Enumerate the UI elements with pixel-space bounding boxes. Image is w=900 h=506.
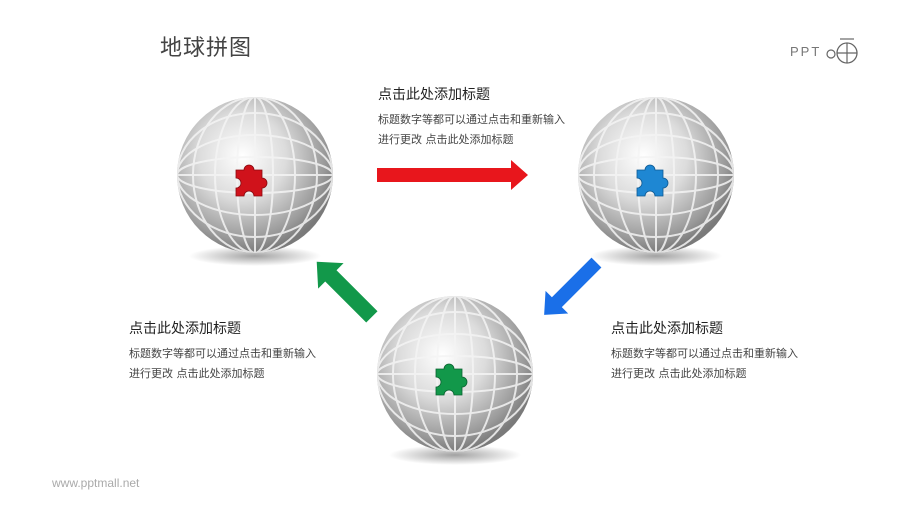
block-line-2: 进行更改 点击此处添加标题 [378,133,514,146]
text-block-top: 点击此处添加标题 标题数字等都可以通过点击和重新输入 进行更改 点击此处添加标题 [378,84,565,150]
block-line-1: 标题数字等都可以通过点击和重新输入 [129,347,316,360]
block-title: 点击此处添加标题 [378,87,490,103]
globe-red [177,97,333,266]
block-line-1: 标题数字等都可以通过点击和重新输入 [611,347,798,360]
globe-green [377,296,533,465]
puzzle-piece-icon [235,164,268,197]
arrow-up-left-icon [316,261,378,323]
text-block-right: 点击此处添加标题 标题数字等都可以通过点击和重新输入 进行更改 点击此处添加标题 [611,318,798,384]
globe-logo-icon [826,38,858,64]
globe-blue [578,97,734,266]
puzzle-piece-icon [435,363,468,396]
arrow-down-left-icon [544,257,602,315]
block-line-2: 进行更改 点击此处添加标题 [611,367,747,380]
logo: PPT [790,36,861,66]
puzzle-piece-icon [636,164,669,197]
footer-url: www.pptmall.net [52,476,140,490]
arrow-right-icon [377,160,528,190]
block-title: 点击此处添加标题 [129,321,241,337]
block-line-2: 进行更改 点击此处添加标题 [129,367,265,380]
block-line-1: 标题数字等都可以通过点击和重新输入 [378,113,565,126]
page-title: 地球拼图 [160,36,253,61]
block-title: 点击此处添加标题 [611,321,723,337]
text-block-left: 点击此处添加标题 标题数字等都可以通过点击和重新输入 进行更改 点击此处添加标题 [129,318,316,384]
logo-text: PPT [790,43,822,59]
